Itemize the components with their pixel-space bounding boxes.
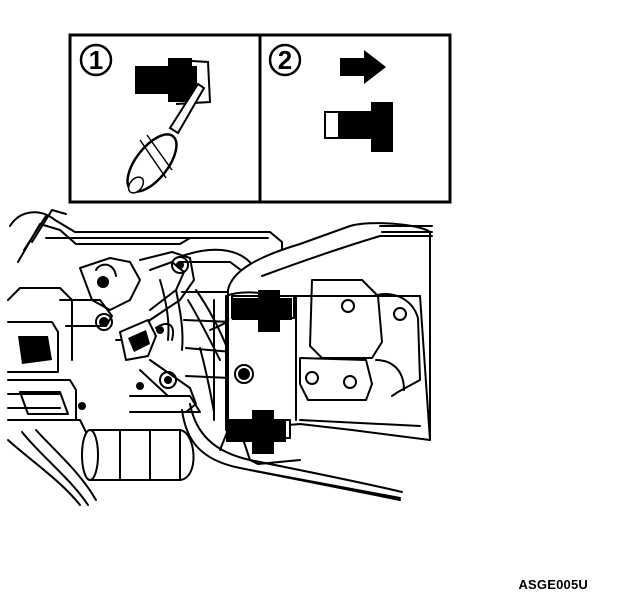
step-1-badge [79, 43, 113, 77]
cylinder-part [81, 429, 195, 481]
dashboard-illustration [7, 209, 433, 506]
grille-frame [179, 261, 283, 431]
left-housing [7, 287, 73, 361]
bracket-assembly [59, 251, 195, 351]
instruction-inset: 1 2 [68, 33, 452, 204]
step-2-panel: 2 [268, 43, 393, 152]
step-1-panel: 1 [79, 43, 212, 194]
panel-clip-lower [226, 410, 286, 454]
clip-icon [135, 58, 197, 102]
step-2-badge [268, 43, 302, 77]
lower-pipes [7, 439, 81, 506]
clip-removed-icon [324, 102, 393, 152]
panel-clip-upper [232, 290, 292, 332]
lower-trim [249, 469, 401, 499]
upper-rail [9, 211, 283, 253]
step-1-number: 1 [89, 45, 103, 75]
figure-code: ASGE005U [518, 577, 588, 592]
arrow-right-icon [340, 50, 386, 84]
step-2-number: 2 [278, 45, 292, 75]
screwdriver-icon [126, 82, 206, 194]
